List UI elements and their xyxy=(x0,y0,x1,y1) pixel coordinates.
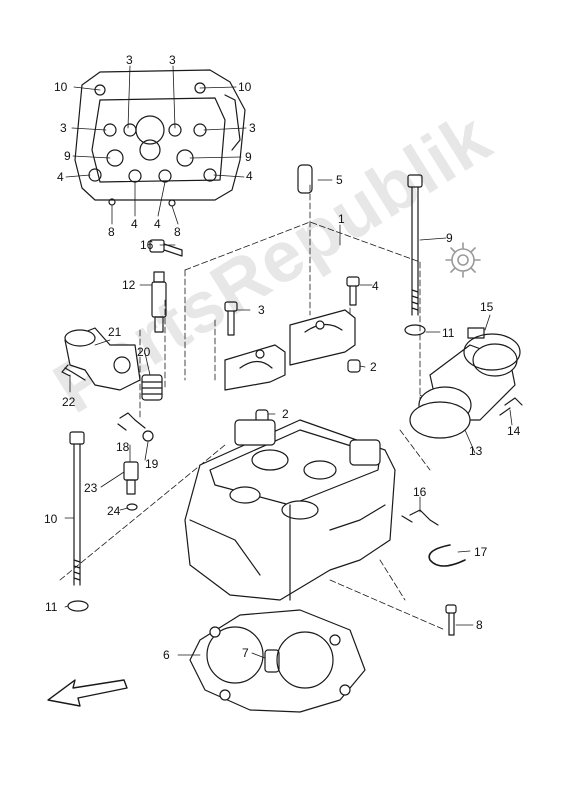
hose-clamp xyxy=(463,327,521,371)
callout-11: 11 xyxy=(45,600,58,614)
front-direction-arrow xyxy=(47,679,128,707)
callout-11: 11 xyxy=(442,326,455,340)
callout-21: 21 xyxy=(108,325,122,339)
callout-9: 9 xyxy=(64,149,71,163)
callout-3: 3 xyxy=(249,121,256,135)
callout-8: 8 xyxy=(476,618,483,632)
callout-3: 3 xyxy=(60,121,67,135)
bolt-4 xyxy=(346,276,360,306)
callout-10: 10 xyxy=(54,80,68,94)
callout-4: 4 xyxy=(246,169,253,183)
callout-10: 10 xyxy=(238,80,252,94)
callout-16: 16 xyxy=(140,238,154,252)
callout-4: 4 xyxy=(154,217,161,231)
callout-13: 13 xyxy=(469,444,483,458)
callout-10: 10 xyxy=(44,512,58,526)
callout-15: 15 xyxy=(480,300,494,314)
head-gasket xyxy=(189,609,366,713)
callout-18: 18 xyxy=(116,440,130,454)
callout-4: 4 xyxy=(57,170,64,184)
cylinder-head-body xyxy=(184,419,396,601)
callout-19: 19 xyxy=(145,457,159,471)
intake-pipe xyxy=(409,343,518,439)
callout-9: 9 xyxy=(446,231,453,245)
callout-23: 23 xyxy=(84,481,98,495)
callout-16: 16 xyxy=(413,485,427,499)
spark-plug xyxy=(151,271,167,333)
callout-3: 3 xyxy=(126,53,133,67)
callout-20: 20 xyxy=(137,345,151,359)
callout-1: 1 xyxy=(338,212,345,226)
callout-3: 3 xyxy=(258,303,265,317)
callout-22: 22 xyxy=(62,395,76,409)
callout-5: 5 xyxy=(336,173,343,187)
callout-4: 4 xyxy=(372,279,379,293)
callout-8: 8 xyxy=(174,225,181,239)
callout-9: 9 xyxy=(245,150,252,164)
callout-8: 8 xyxy=(108,225,115,239)
callout-14: 14 xyxy=(507,424,521,438)
thermostat-housing xyxy=(64,327,141,391)
cylinder-head-cover-top-view xyxy=(74,69,246,207)
callout-2: 2 xyxy=(282,407,289,421)
callout-12: 12 xyxy=(122,278,136,292)
gear-icon xyxy=(445,242,481,278)
camshaft-journal-holders xyxy=(224,309,356,391)
callout-4: 4 xyxy=(131,217,138,231)
bolt-3 xyxy=(224,301,238,336)
callout-7: 7 xyxy=(242,646,249,660)
callout-6: 6 xyxy=(163,648,170,662)
long-stud-9 xyxy=(407,174,423,316)
callout-17: 17 xyxy=(474,545,488,559)
callout-24: 24 xyxy=(107,504,121,518)
callout-3: 3 xyxy=(169,53,176,67)
callout-2: 2 xyxy=(370,360,377,374)
